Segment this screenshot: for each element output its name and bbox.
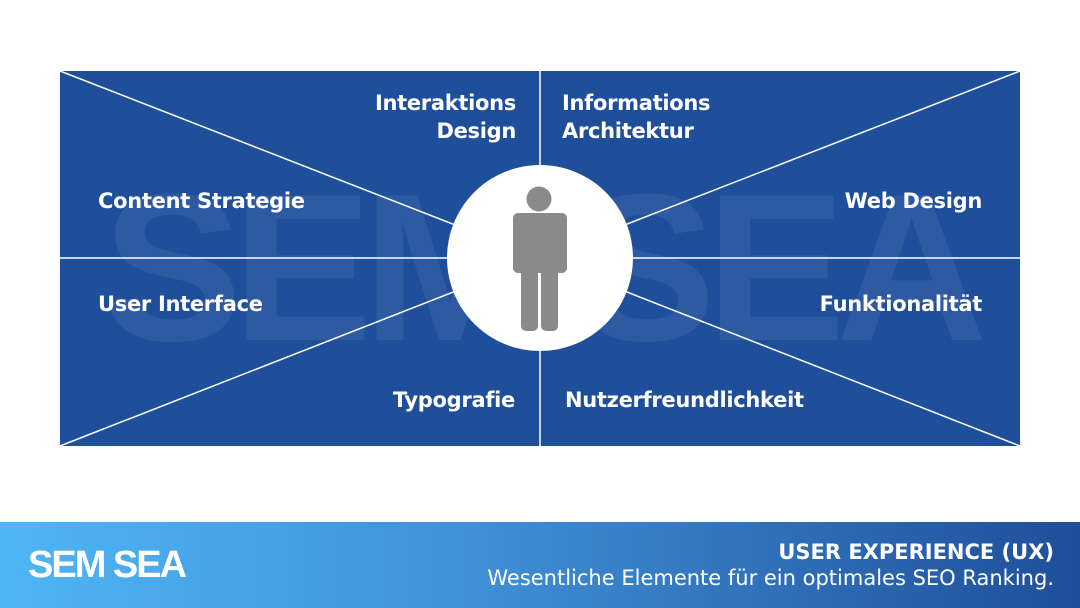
footer-banner: SEM SEA USER EXPERIENCE (UX) Wesentliche…	[0, 522, 1080, 608]
label-user-interface: User Interface	[98, 292, 263, 316]
label-web-design: Web Design	[844, 189, 983, 213]
label-line: Informations	[562, 91, 711, 115]
label-line: Design	[436, 119, 516, 143]
label-line: Interaktions	[374, 91, 516, 115]
label-interaktions-design: Interaktions Design	[375, 89, 516, 145]
brand-logo: SEM SEA	[28, 544, 187, 586]
footer-subtitle: Wesentliche Elemente für ein optimales S…	[487, 566, 1054, 590]
label-informations-architektur: Informations Architektur	[562, 89, 711, 145]
label-content-strategie: Content Strategie	[98, 189, 305, 213]
label-nutzerfreundlichkeit: Nutzerfreundlichkeit	[565, 388, 804, 412]
label-line: Architektur	[562, 119, 694, 143]
label-typografie: Typografie	[392, 388, 515, 412]
footer-title: USER EXPERIENCE (UX)	[778, 540, 1054, 564]
label-funktionalitaet: Funktionalität	[819, 292, 983, 316]
person-icon	[513, 186, 567, 331]
